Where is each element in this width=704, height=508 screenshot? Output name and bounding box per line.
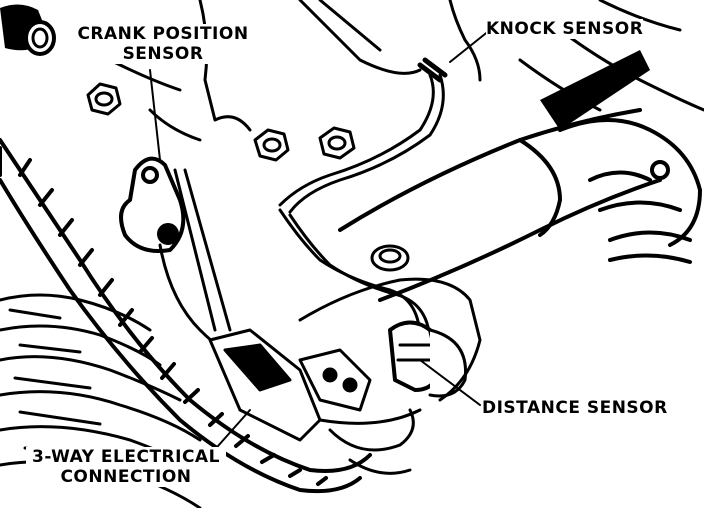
axle-tube — [338, 50, 702, 302]
distance-sensor-label: DISTANCE SENSOR — [482, 398, 668, 418]
lower-housing — [298, 277, 482, 475]
electrical-connection-label: 3-WAY ELECTRICAL CONNECTION — [26, 447, 226, 487]
electrical-connector — [208, 328, 372, 442]
knock-sensor-label: KNOCK SENSOR — [486, 19, 644, 39]
crank-label-line-2: SENSOR — [122, 44, 204, 64]
distance-sensor — [388, 320, 468, 398]
main-wiring-harness — [0, 138, 372, 494]
sensor-wiring — [158, 57, 448, 362]
connection-label-line-1: 3-WAY ELECTRICAL — [32, 447, 220, 467]
crank-position-sensor — [119, 156, 186, 253]
crank-position-sensor-label: CRANK POSITION SENSOR — [68, 24, 258, 64]
connection-label-line-2: CONNECTION — [60, 467, 192, 487]
tube-fitting — [0, 4, 56, 56]
crank-label-line-1: CRANK POSITION — [77, 24, 249, 44]
housing-bolts — [86, 82, 410, 272]
